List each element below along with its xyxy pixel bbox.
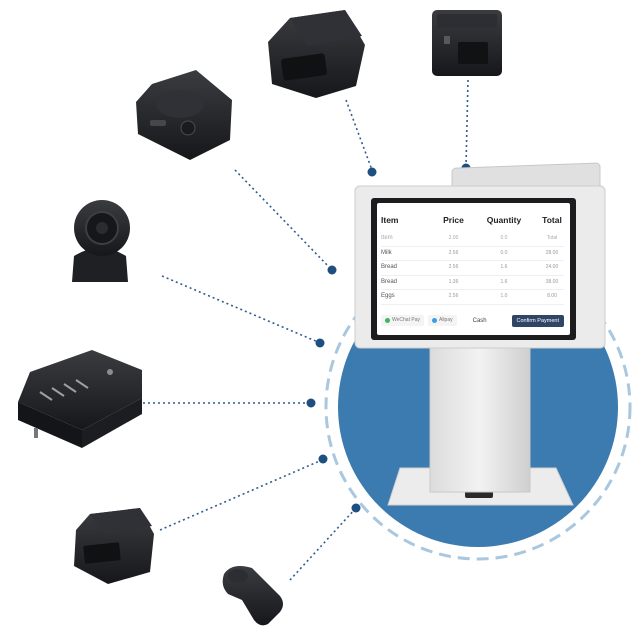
table-row[interactable]: Milk 2.56 0.0 28.00 [381,247,564,261]
cell-total: 38.00 [545,278,559,285]
cell-quantity: 0.0 [500,235,508,241]
alipay-label: Alipay [438,317,453,323]
cell-item: Bread [381,278,398,285]
header-quantity: Quantity [486,215,522,225]
header-total: Total [542,215,562,225]
kiosk-dashed-ring [324,253,632,561]
cell-item: Item [381,235,393,241]
alipay-button[interactable]: Alipay [427,315,457,326]
table-row[interactable]: Item 2.00 0.0 Total [381,232,564,247]
thermal-printer-icon[interactable] [268,10,365,98]
cell-price: 2.56 [448,293,459,299]
table-row[interactable]: Eggs 2.56 1.0 8.00 [381,290,564,305]
wechat-icon [385,318,390,323]
confirm-payment-button[interactable]: Confirm Payment [511,314,564,327]
cash-drawer-icon[interactable] [18,350,142,448]
pos-screen[interactable]: Item Price Quantity Total Item 2.00 0.0 … [377,203,570,335]
cell-quantity: 1.0 [500,293,508,299]
cell-total: Total [546,235,558,241]
cell-item: Milk [381,249,392,256]
cash-button[interactable]: Cash [472,317,487,324]
payment-bar: WeChat Pay Alipay Cash Confirm Payment [381,313,564,328]
cell-item: Eggs [381,293,395,299]
barcode-scanner-icon[interactable] [222,566,283,626]
cell-quantity: 0.0 [500,249,508,256]
qr-scanner-icon[interactable] [72,200,130,282]
cell-item: Bread [381,264,398,270]
connector-lines [138,79,469,581]
header-price: Price [443,215,464,225]
alipay-icon [431,318,437,323]
table-row[interactable]: Bread 1.36 1.6 38.00 [381,276,564,290]
cell-total: 28.00 [545,249,559,256]
table-row[interactable]: Bread 2.56 1.6 24.00 [381,261,564,276]
header-item: Item [381,215,399,225]
cell-total: 8.00 [547,293,557,299]
portable-printer-icon[interactable] [136,70,232,160]
receipt-printer-icon[interactable] [432,10,502,76]
pos-table-header: Item Price Quantity Total [377,203,570,225]
cell-quantity: 1.6 [500,264,508,270]
wechat-pay-label: WeChat Pay [392,317,420,323]
cell-price: 2.56 [448,249,459,256]
cell-price: 2.56 [448,264,459,270]
cell-price: 2.00 [448,235,459,241]
pos-table-body: Item 2.00 0.0 Total Milk 2.56 0.0 28.00 … [377,225,570,305]
wechat-pay-button[interactable]: WeChat Pay [381,315,424,326]
compact-printer-icon[interactable] [74,508,154,584]
cell-total: 24.00 [545,264,559,270]
cell-price: 1.36 [448,278,459,285]
cell-quantity: 1.6 [500,278,508,285]
